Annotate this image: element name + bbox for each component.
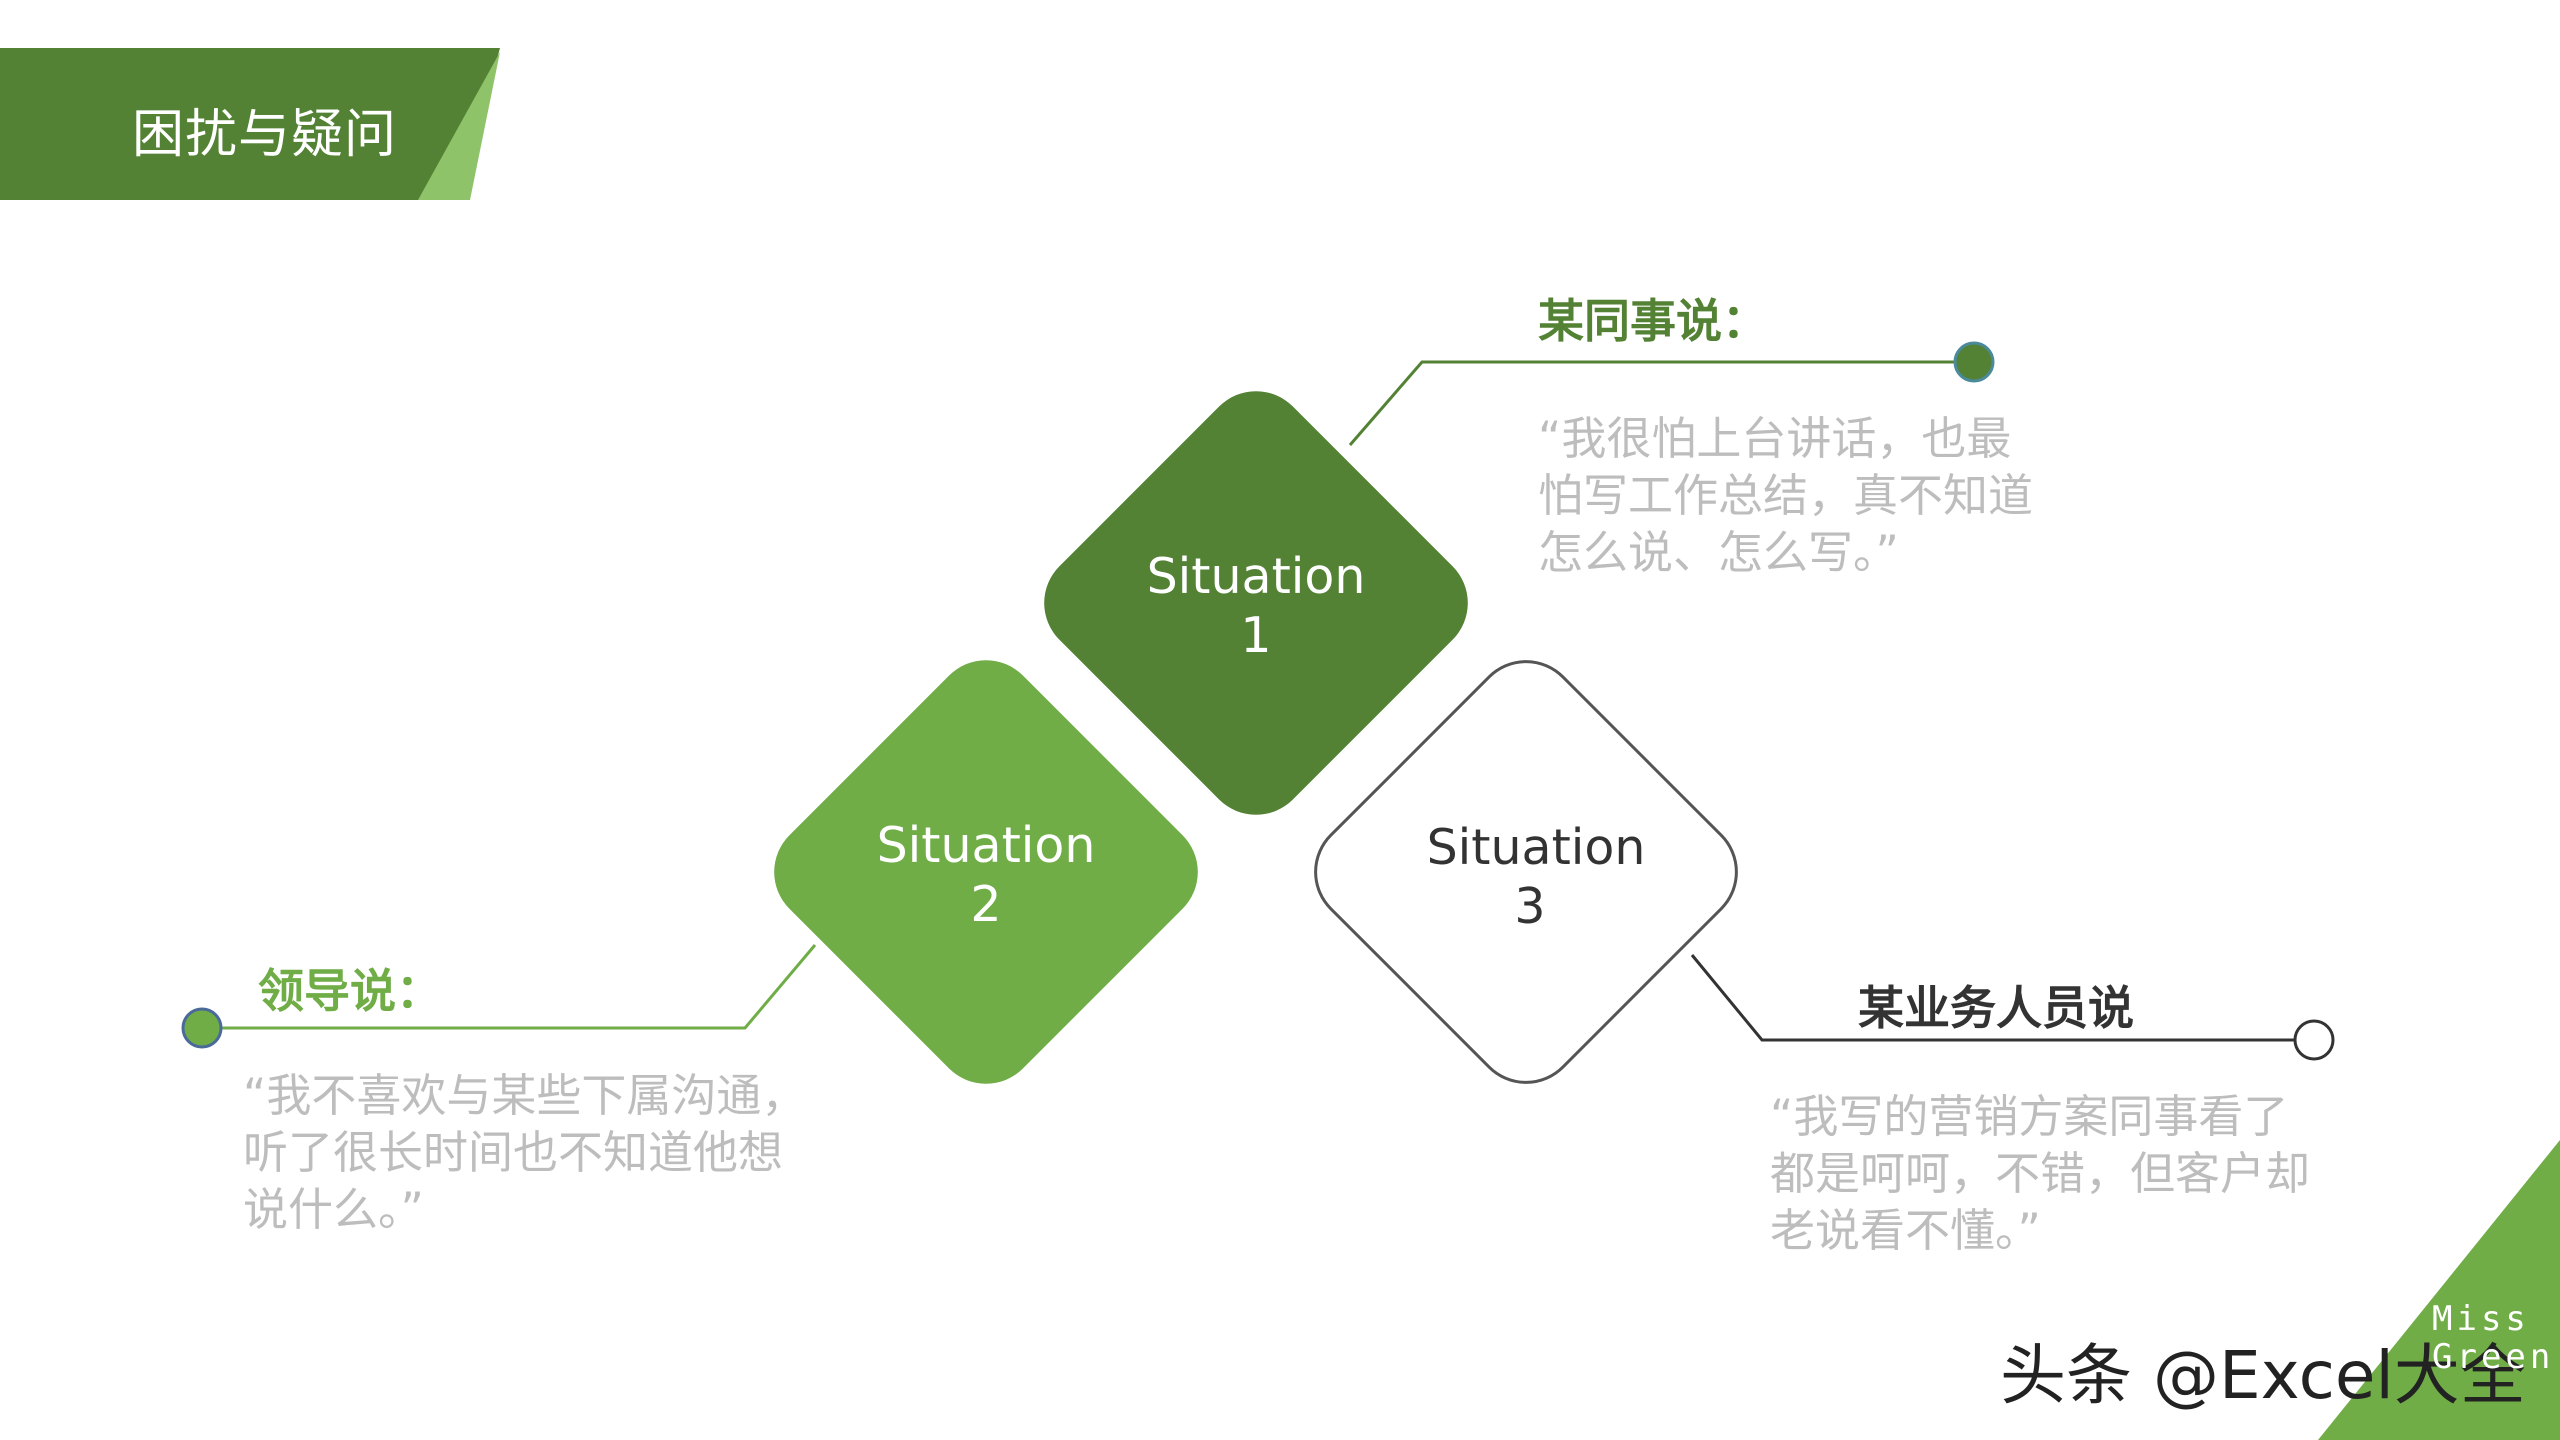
brand-label: Miss Green xyxy=(2432,1299,2555,1377)
situation-2-label: Situation xyxy=(877,817,1096,874)
situation-2-diamond xyxy=(774,660,1198,1084)
quote-colleague: “我很怕上台讲话，也最 怕写工作总结，真不知道 怎么说、怎么写。” xyxy=(1538,412,2034,579)
connector-1 xyxy=(1348,360,1974,446)
quote-salesperson: “我写的营销方案同事看了 都是呵呵，不错，但客户却 老说看不懂。” xyxy=(1770,1090,2311,1257)
connector-dot-3 xyxy=(2293,1019,2335,1061)
title-band xyxy=(0,48,500,200)
situation-1-diamond xyxy=(1044,391,1468,815)
page-title: 困扰与疑问 xyxy=(132,105,398,165)
quote-leader: “我不喜欢与某些下属沟通， 听了很长时间也不知道他想 说什么。” xyxy=(243,1069,807,1236)
situation-3-diamond xyxy=(1314,660,1738,1084)
situation-2-number: 2 xyxy=(970,876,1001,933)
situation-1-label: Situation xyxy=(1147,548,1366,605)
situation-3-number: 3 xyxy=(1514,878,1545,935)
title-band-accent xyxy=(418,52,500,200)
situation-3-label: Situation xyxy=(1427,819,1646,876)
connector-2 xyxy=(202,944,817,1030)
corner-triangle xyxy=(2318,1140,2560,1440)
speaker-colleague: 某同事说： xyxy=(1538,294,1768,348)
watermark-text: 头条 @Excel大全 xyxy=(2000,1337,2526,1414)
connector-3 xyxy=(1690,954,2314,1042)
connector-dot-2 xyxy=(181,1007,223,1049)
connector-dot-1 xyxy=(1953,341,1995,383)
speaker-leader: 领导说： xyxy=(258,964,442,1018)
situation-1-number: 1 xyxy=(1240,607,1271,664)
speaker-salesperson: 某业务人员说 xyxy=(1858,981,2134,1035)
